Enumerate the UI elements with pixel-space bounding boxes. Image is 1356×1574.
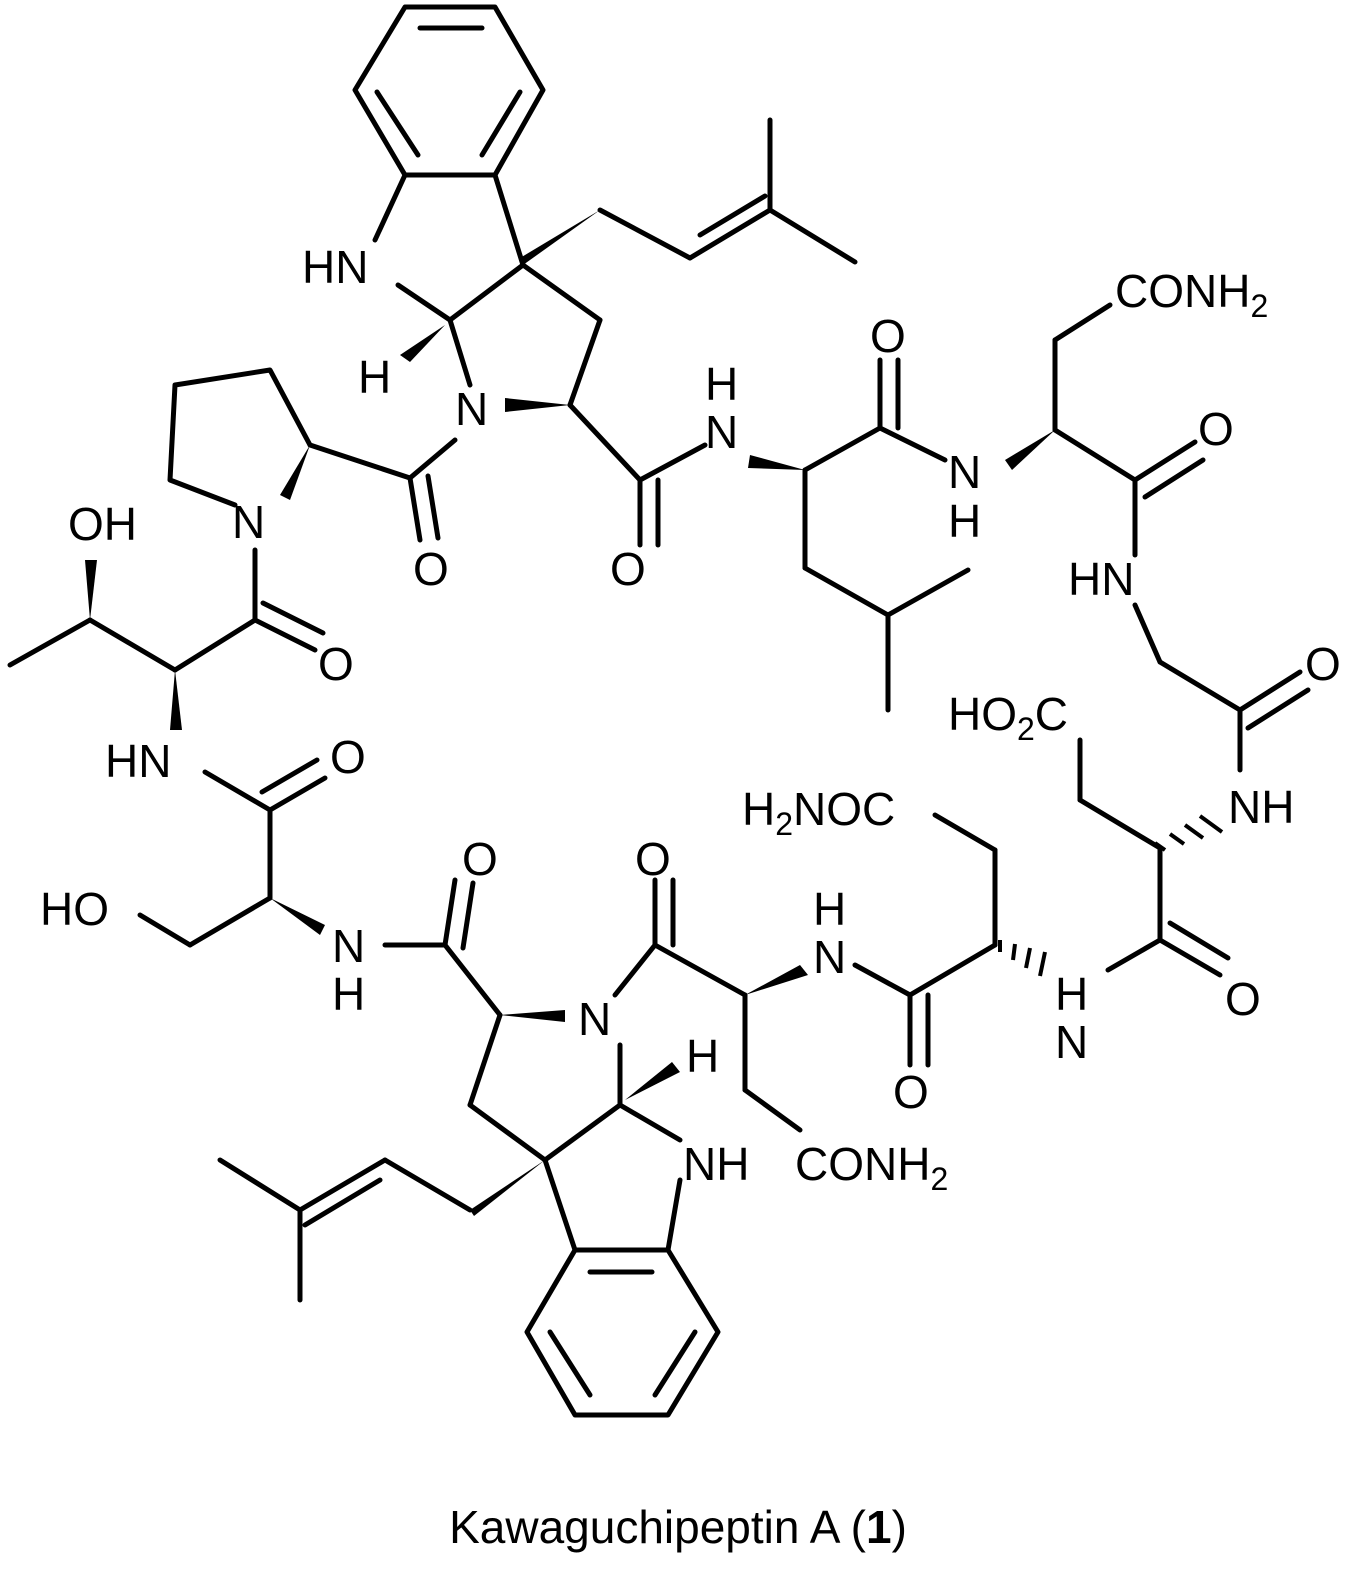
compound-caption: Kawaguchipeptin A (1): [449, 1501, 907, 1553]
label-h-leu: H: [705, 358, 738, 410]
label-conh2-top: CONH2: [1115, 265, 1268, 324]
label-o-thr: O: [318, 638, 354, 690]
label-o-gln: O: [893, 1066, 929, 1118]
compound-name: Kawaguchipeptin A: [449, 1501, 838, 1553]
label-o-asp: O: [1225, 973, 1261, 1025]
label-h-top: H: [358, 351, 391, 403]
label-o-leu: O: [870, 310, 906, 362]
label-n-asn1: N: [948, 446, 981, 498]
label-hn-thr: HN: [105, 735, 171, 787]
hashed-bond-gln: [998, 940, 1047, 977]
label-h-gln: H: [1055, 968, 1088, 1020]
label-n-asn2: N: [813, 931, 846, 983]
label-oh-thr: OH: [68, 498, 137, 550]
label-o-trp2-left: O: [462, 833, 498, 885]
label-h-bottom: H: [686, 1030, 719, 1082]
label-nh-bottom: NH: [683, 1138, 749, 1190]
label-h-ser: H: [332, 968, 365, 1020]
label-o-gly: O: [1305, 638, 1341, 690]
label-ho-ser: HO: [40, 883, 109, 935]
label-o-thr-amide: O: [330, 731, 366, 783]
stereo-bonds: [85, 210, 1224, 1216]
bonds: [7, 4, 1311, 1418]
compound-number: 1: [865, 1501, 892, 1553]
label-n-ser: N: [332, 920, 365, 972]
label-n-bottom-ring: N: [578, 993, 611, 1045]
label-n-top-ring: N: [455, 383, 488, 435]
label-n-leu: N: [705, 406, 738, 458]
label-o-trp2-right: O: [635, 833, 671, 885]
label-nh-asp: NH: [1228, 781, 1294, 833]
label-ho2c: HO2C: [948, 688, 1068, 747]
label-h-asn2: H: [813, 883, 846, 935]
label-conh2-bottom: CONH2: [795, 1138, 948, 1197]
atom-labels: HN H N N O O H N O N H CONH2 O HN O HO2C…: [40, 241, 1341, 1197]
label-o-trp1: O: [610, 543, 646, 595]
label-hn-top: HN: [302, 241, 368, 293]
label-h-asn1: H: [948, 495, 981, 547]
label-n-pro: N: [232, 496, 265, 548]
label-h2noc: H2NOC: [742, 783, 895, 842]
hashed-bond-asp: [1153, 814, 1224, 852]
label-o-pro: O: [413, 543, 449, 595]
label-o-asn1: O: [1198, 403, 1234, 455]
label-hn-gly: HN: [1068, 553, 1134, 605]
label-n-gln: N: [1055, 1016, 1088, 1068]
